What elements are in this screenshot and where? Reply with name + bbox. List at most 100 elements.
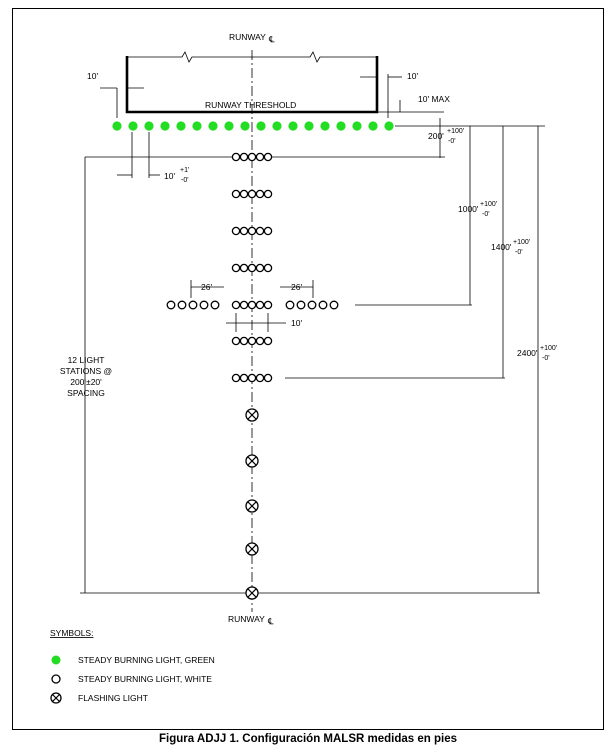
- green-threshold-light: [288, 121, 298, 131]
- green-threshold-light: [224, 121, 234, 131]
- ten-max-label: 10' MAX: [418, 94, 450, 104]
- white-centerline-light: [231, 373, 241, 383]
- green-threshold-light: [176, 121, 186, 131]
- white-centerline-light: [255, 226, 265, 236]
- white-centerline-light: [263, 152, 273, 162]
- green-threshold-light: [240, 121, 250, 131]
- figure-caption: Figura ADJJ 1. Configuración MALSR medid…: [159, 733, 457, 745]
- white-light-icon: [51, 674, 61, 684]
- dim-1400-label: 1400': [491, 242, 512, 252]
- white-centerline-light: [263, 336, 273, 346]
- legend-item-green: STEADY BURNING LIGHT, GREEN: [78, 655, 215, 665]
- approach-lights: [112, 121, 394, 600]
- white-centerline-light: [239, 152, 249, 162]
- green-threshold-light: [160, 121, 170, 131]
- dim-2400-tol-minus: -0': [542, 355, 550, 362]
- white-crossbar-light: [318, 300, 328, 310]
- runway-cl-bottom-label: RUNWAY: [228, 614, 265, 624]
- white-crossbar-light: [307, 300, 317, 310]
- white-centerline-light: [231, 189, 241, 199]
- diagram-lines: [80, 50, 545, 612]
- green-threshold-light: [208, 121, 218, 131]
- white-centerline-light: [239, 226, 249, 236]
- flashing-light: [245, 542, 259, 556]
- green-threshold-light: [272, 121, 282, 131]
- green-threshold-light: [384, 121, 394, 131]
- flashing-light: [245, 408, 259, 422]
- white-crossbar-light: [285, 300, 295, 310]
- green-threshold-light: [144, 121, 154, 131]
- dim-1000-tol-plus: +100': [480, 201, 497, 208]
- offset-right-label: 10': [407, 71, 418, 81]
- dim-200-tol-minus: -0': [448, 138, 456, 145]
- white-crossbar-light: [329, 300, 339, 310]
- white-centerline-light: [231, 300, 241, 310]
- white-centerline-light: [255, 189, 265, 199]
- dim-2400-tol-plus: +100': [540, 345, 557, 352]
- flashing-light: [245, 586, 259, 600]
- green-threshold-light: [112, 121, 122, 131]
- white-centerline-light: [239, 263, 249, 273]
- runway-cl-bottom-symbol: ℄: [267, 616, 274, 626]
- green-threshold-light: [128, 121, 138, 131]
- offset-left-label: 10': [87, 71, 98, 81]
- white-centerline-light: [231, 263, 241, 273]
- dim-1400-tol-minus: -0': [515, 249, 523, 256]
- white-centerline-light: [247, 263, 257, 273]
- runway-width-break-line: [127, 51, 377, 63]
- dim-10-bottom-label: 10': [291, 318, 302, 328]
- legend-title: SYMBOLS:: [50, 628, 93, 638]
- white-centerline-light: [255, 152, 265, 162]
- white-centerline-light: [247, 373, 257, 383]
- green-light-icon: [51, 655, 61, 665]
- stations-label-3: 200'±20': [70, 377, 102, 387]
- white-crossbar-light: [210, 300, 220, 310]
- white-centerline-light: [247, 300, 257, 310]
- dim-1400-tol-plus: +100': [513, 239, 530, 246]
- white-centerline-light: [247, 226, 257, 236]
- white-crossbar-light: [166, 300, 176, 310]
- green-threshold-light: [256, 121, 266, 131]
- green-threshold-light: [368, 121, 378, 131]
- white-crossbar-light: [296, 300, 306, 310]
- spacing-label: 10': [164, 171, 175, 181]
- white-centerline-light: [263, 373, 273, 383]
- runway-cl-top-label: RUNWAY: [229, 32, 266, 42]
- green-threshold-light: [304, 121, 314, 131]
- white-centerline-light: [247, 336, 257, 346]
- runway-threshold-label: RUNWAY THRESHOLD: [205, 100, 296, 110]
- white-centerline-light: [231, 152, 241, 162]
- white-crossbar-light: [177, 300, 187, 310]
- dim-2400-label: 2400': [517, 348, 538, 358]
- white-centerline-light: [255, 263, 265, 273]
- white-centerline-light: [255, 300, 265, 310]
- dim-200-tol-plus: +100': [447, 128, 464, 135]
- white-centerline-light: [239, 336, 249, 346]
- spacing-tol-minus: -0': [181, 177, 189, 184]
- white-centerline-light: [239, 189, 249, 199]
- white-crossbar-light: [199, 300, 209, 310]
- white-crossbar-light: [188, 300, 198, 310]
- white-centerline-light: [239, 300, 249, 310]
- flashing-light-icon: [50, 692, 62, 704]
- legend-item-flashing: FLASHING LIGHT: [78, 693, 148, 703]
- green-threshold-light: [320, 121, 330, 131]
- white-centerline-light: [247, 152, 257, 162]
- white-centerline-light: [263, 263, 273, 273]
- dim-200-label: 200': [428, 131, 444, 141]
- white-centerline-light: [231, 226, 241, 236]
- runway-cl-top-symbol: ℄: [268, 34, 275, 44]
- white-centerline-light: [263, 226, 273, 236]
- white-centerline-light: [247, 189, 257, 199]
- flashing-light: [245, 454, 259, 468]
- white-centerline-light: [263, 300, 273, 310]
- white-centerline-light: [239, 373, 249, 383]
- dim-26-left-label: 26': [201, 282, 212, 292]
- dim-26-right-label: 26': [291, 282, 302, 292]
- stations-label-1: 12 LIGHT: [68, 355, 105, 365]
- green-threshold-light: [336, 121, 346, 131]
- flashing-light: [245, 499, 259, 513]
- green-threshold-light: [352, 121, 362, 131]
- figure-frame: [12, 8, 604, 730]
